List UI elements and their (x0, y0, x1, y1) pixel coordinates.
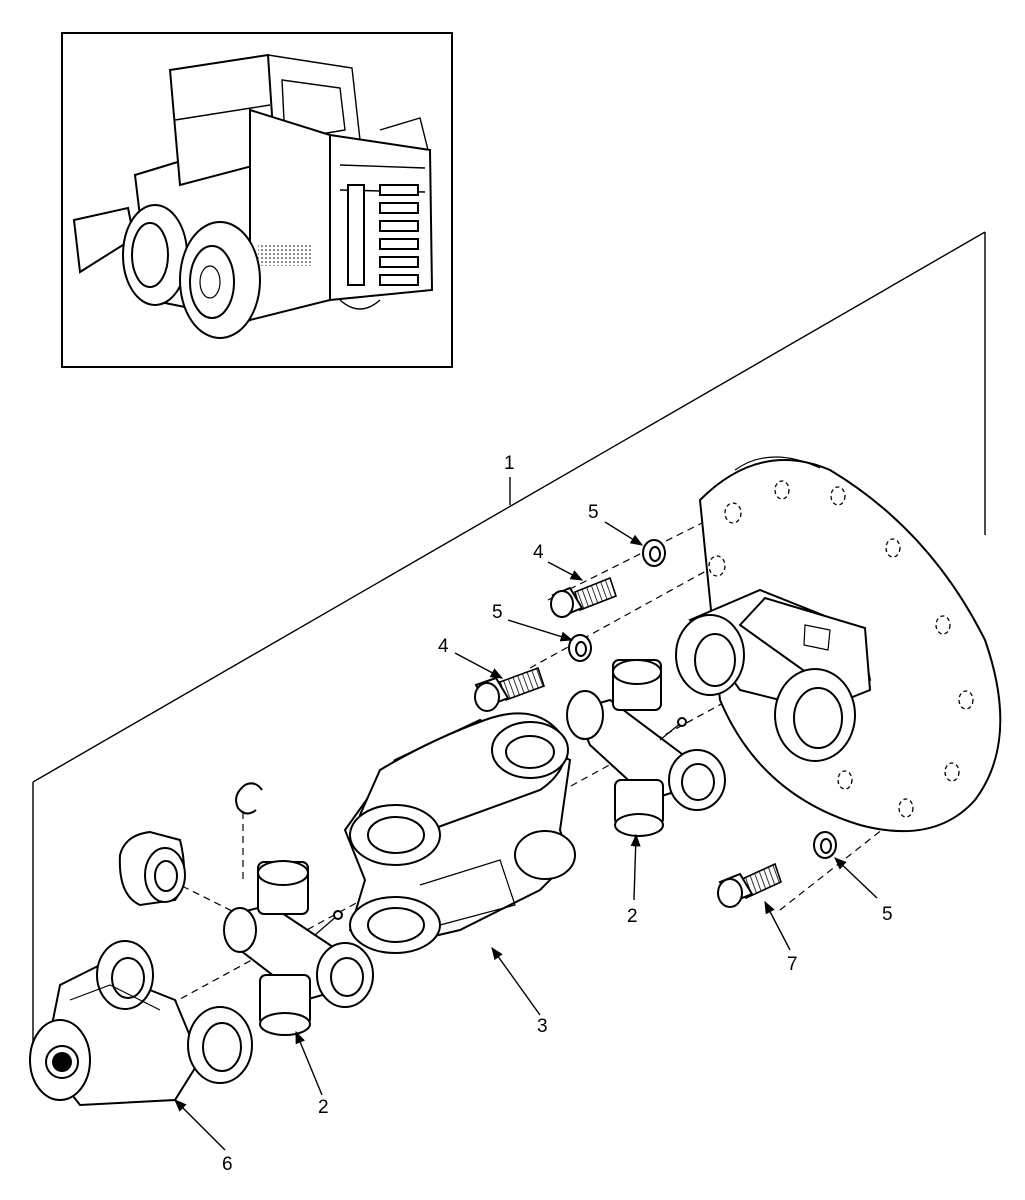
washer-lower (568, 634, 592, 662)
callout-5-right: 5 (882, 904, 893, 925)
callout-5-lower: 5 (492, 602, 503, 623)
callout-2-left: 2 (318, 1097, 329, 1118)
callout-labels: 1 5 4 5 4 2 5 7 3 2 6 (222, 453, 893, 1175)
callout-3: 3 (537, 1016, 548, 1037)
snap-ring (235, 782, 263, 815)
leader-arrows (174, 521, 878, 1151)
bearing-cup-loose (118, 830, 186, 907)
callout-4-lower: 4 (438, 636, 449, 657)
loader-wheels (122, 204, 261, 339)
callout-6: 6 (222, 1154, 233, 1175)
washer-upper (642, 539, 666, 567)
bolt-right (717, 862, 782, 908)
cross-bearing-right (566, 659, 726, 837)
callout-4-upper: 4 (533, 542, 544, 563)
flange-yoke (675, 588, 872, 762)
callout-1: 1 (504, 453, 515, 474)
callout-7: 7 (787, 954, 798, 975)
callout-2-right: 2 (627, 906, 638, 927)
loader-inset-illustration (61, 32, 453, 368)
cross-bearing-left (223, 860, 374, 1036)
engine-vents (347, 184, 419, 286)
washer-right (813, 831, 837, 859)
splined-yoke (29, 940, 253, 1107)
callout-5-upper: 5 (588, 502, 599, 523)
center-yoke (343, 712, 576, 954)
bolt-lower (474, 666, 546, 712)
assembly-bracket (32, 231, 986, 1060)
bolt-upper (550, 576, 617, 618)
